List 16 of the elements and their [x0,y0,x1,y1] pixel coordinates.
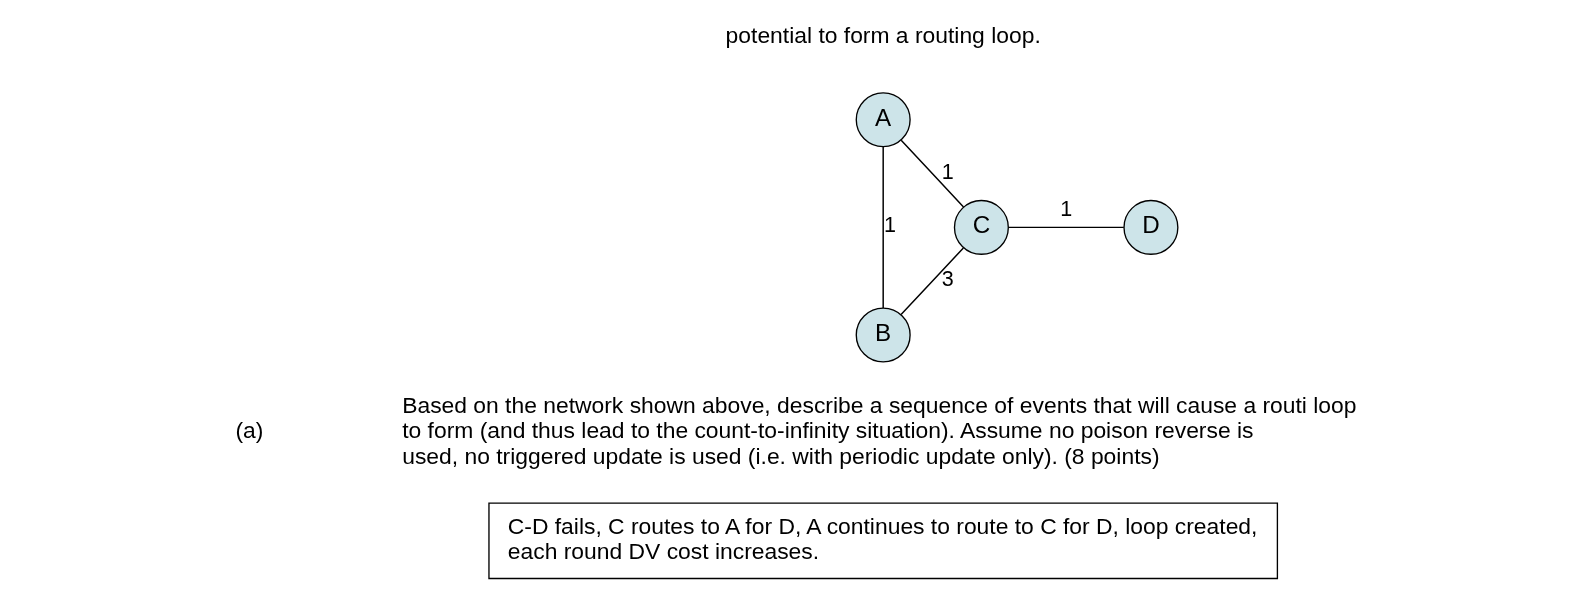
edge-label: 3 [941,267,954,292]
connector [882,146,884,309]
node-circle: C [953,199,1009,255]
edge-label: 1 [941,159,954,184]
node-box: C-D fails, C routes to A for D, A continues to route to C for D, loop created, each round DV cost increases. [488,502,1279,580]
node-circle: B [855,307,911,363]
label: (a) [235,417,264,444]
node-circle: A [855,92,911,148]
label: potential to form a routing loop. [725,22,1041,49]
edge-label: 1 [1060,197,1073,222]
connector [1007,226,1125,229]
connector [900,139,965,208]
connector [900,247,965,316]
label: Based on the network shown above, describe a sequence of events that will cause a routi loop to form (and thus lead to the count-to-infinity situation). Assume no poison reverse is used, no triggered update is used (i.e. with periodic update only). (8 points) [402,391,1357,469]
edge-label: 1 [883,213,896,238]
node-circle: D [1123,199,1179,255]
